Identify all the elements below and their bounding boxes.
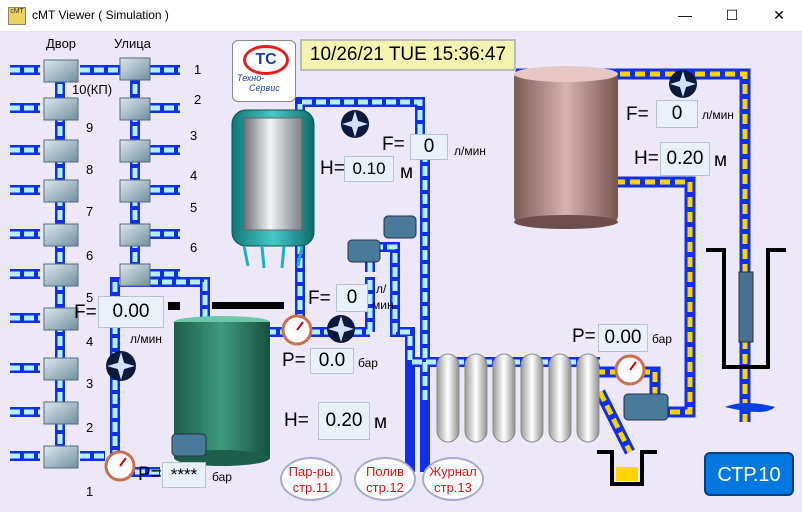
right-flow-value: 0 xyxy=(656,100,698,128)
right-pressure-prefix: P= xyxy=(572,326,596,347)
tank-flow-value: 0 xyxy=(410,134,448,160)
column-header-street: Улица xyxy=(114,36,151,51)
well-label-left-1: 1 xyxy=(86,484,94,499)
tank-level-value: 0.10 xyxy=(344,156,394,182)
left-flow-prefix: F= xyxy=(74,302,97,323)
journal-page-button[interactable]: Журнал стр.13 xyxy=(422,457,484,501)
well-label-right-6: 6 xyxy=(190,240,198,255)
left-pressure-unit: бар xyxy=(212,470,232,484)
well-label-left-4: 4 xyxy=(86,334,94,349)
tank-flow-unit: л/мин xyxy=(454,144,486,158)
well-label-left-10: 10(КП) xyxy=(72,82,113,97)
storage-tank-mauve xyxy=(514,66,618,229)
right-pressure-value: 0.00 xyxy=(598,324,648,352)
title-bar: cMT cMT Viewer ( Simulation ) — ☐ ✕ xyxy=(0,0,802,32)
right-level-prefix: H= xyxy=(634,148,659,169)
well-valve-group-right xyxy=(119,57,151,287)
mid-pressure-prefix: P= xyxy=(282,350,306,371)
well-label-left-8: 8 xyxy=(86,162,94,177)
logo-caption-2: Сервис xyxy=(249,83,280,93)
well-label-right-2: 2 xyxy=(194,92,202,107)
mid-flow-unit-b: мин xyxy=(372,298,394,312)
mid-pressure-unit: бар xyxy=(358,356,378,370)
watering-page-number: стр.12 xyxy=(366,480,404,495)
tank-flow-prefix: F= xyxy=(382,134,405,155)
datetime-display: 10/26/21 TUE 15:36:47 xyxy=(300,39,516,71)
right-level-unit: м xyxy=(714,150,728,171)
params-page-number: стр.11 xyxy=(292,480,330,495)
well-valve-group-left xyxy=(43,59,79,469)
current-page-button[interactable]: СТР.10 xyxy=(704,452,794,496)
fan-icons xyxy=(106,70,697,381)
tank-level-unit: м xyxy=(400,162,414,183)
well-label-right-3: 3 xyxy=(190,128,198,143)
window-title: cMT Viewer ( Simulation ) xyxy=(32,8,169,22)
green-level-value: 0.20 xyxy=(318,402,370,440)
green-level-unit: м xyxy=(374,412,388,433)
right-level-value: 0.20 xyxy=(660,142,710,176)
scada-canvas: TC Техно- Сервис 10/26/21 TUE 15:36:47 Д… xyxy=(0,32,802,512)
column-header-yard: Двор xyxy=(46,36,77,51)
company-logo: TC Техно- Сервис xyxy=(232,40,296,102)
well-label-right-1: 1 xyxy=(194,62,202,77)
well-label-left-9: 9 xyxy=(86,120,94,135)
app-icon: cMT xyxy=(8,7,26,25)
left-flow-value: 0.00 xyxy=(98,296,164,328)
well-label-left-6: 6 xyxy=(86,248,94,263)
left-pressure-prefix: P= xyxy=(138,464,162,485)
mid-flow-unit-a: л/ xyxy=(376,282,387,296)
pump-icons xyxy=(171,215,669,457)
well-label-right-5: 5 xyxy=(190,200,198,215)
tank-level-prefix: H= xyxy=(320,158,345,179)
logo-caption-1: Техно- xyxy=(237,73,265,83)
mid-pressure-value: 0.0 xyxy=(310,348,354,374)
journal-page-number: стр.13 xyxy=(434,480,472,495)
well-label-left-2: 2 xyxy=(86,420,94,435)
watering-page-button[interactable]: Полив стр.12 xyxy=(354,457,416,501)
right-pressure-unit: бар xyxy=(652,332,672,346)
right-flow-prefix: F= xyxy=(626,104,649,125)
right-flow-unit: л/мин xyxy=(702,108,734,122)
well-label-left-5: 5 xyxy=(86,290,94,305)
maximize-button[interactable]: ☐ xyxy=(725,7,739,23)
watering-page-label: Полив xyxy=(365,464,405,479)
minimize-button[interactable]: — xyxy=(678,7,692,23)
filter-cylinders xyxy=(436,353,600,443)
green-level-prefix: H= xyxy=(284,410,309,431)
well-label-left-7: 7 xyxy=(86,204,94,219)
params-page-label: Пар-ры xyxy=(288,464,334,479)
left-pressure-value: **** xyxy=(162,462,206,488)
process-diagram xyxy=(10,57,786,486)
mid-flow-prefix: F= xyxy=(308,288,331,309)
mid-flow-value: 0 xyxy=(336,284,368,312)
left-flow-unit: л/мин xyxy=(130,332,162,346)
logo-mark: TC xyxy=(243,45,289,75)
storage-tank-teal xyxy=(231,109,315,269)
well-label-right-4: 4 xyxy=(190,168,198,183)
params-page-button[interactable]: Пар-ры стр.11 xyxy=(280,457,342,501)
journal-page-label: Журнал xyxy=(429,464,477,479)
well-label-left-3: 3 xyxy=(86,376,94,391)
close-button[interactable]: ✕ xyxy=(773,7,785,23)
